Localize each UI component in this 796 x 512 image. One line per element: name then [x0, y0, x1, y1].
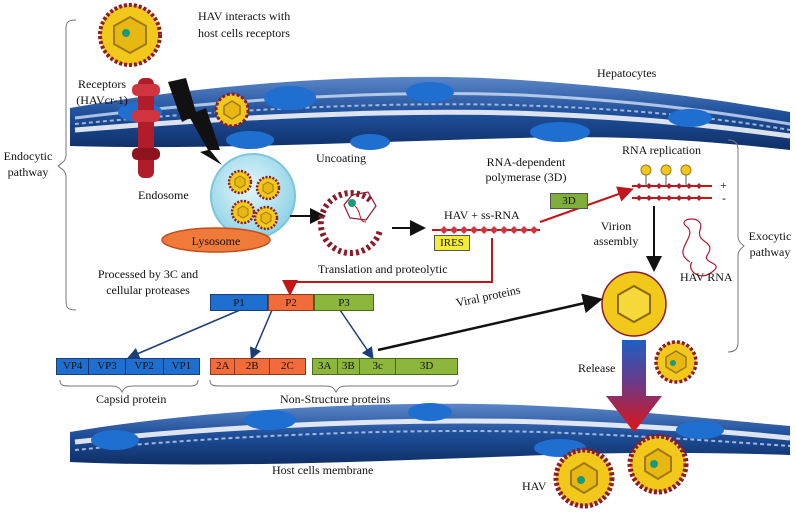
polyprotein-p2: P2 — [268, 294, 314, 311]
label-hav: HAV — [522, 479, 547, 493]
label-receptors: Receptors (HAVcr-1) — [76, 77, 128, 107]
label-lysosome: Lysosome — [191, 234, 241, 248]
label-plus-strand: + — [720, 178, 727, 192]
p2-2c: 2C — [280, 360, 294, 372]
entry-lightning-arrow — [168, 78, 222, 165]
release-virion — [654, 340, 698, 384]
capsid-vp3: VP3 — [89, 359, 126, 374]
label-non-structure-proteins: Non-Structure proteins — [280, 392, 391, 406]
assembled-virion — [601, 271, 667, 337]
p3-3b: 3B — [338, 359, 361, 374]
uncoating-capsid — [317, 190, 383, 257]
replication-strands — [632, 164, 712, 201]
label-capsid-protein: Capsid protein — [96, 392, 167, 406]
hav-rna-squiggle — [682, 218, 717, 277]
capsid-vp2: VP2 — [126, 359, 164, 374]
nonstructure-bracket — [209, 379, 459, 394]
p2-products-bar: 2A 2B 2C — [210, 358, 306, 375]
lysosome-organelle — [161, 227, 271, 253]
polyprotein-p3: P3 — [314, 294, 374, 311]
label-uncoating: Uncoating — [316, 151, 366, 165]
label-hav-ssrna: HAV + ss-RNA — [444, 208, 520, 222]
release-arrow — [606, 340, 662, 432]
p3-3c: 3c — [360, 359, 397, 374]
label-processed: Processed by 3C and cellular proteases — [97, 267, 199, 297]
polyprotein-bar: P1 P2 P3 — [210, 294, 374, 311]
p2-2a: 2A — [211, 359, 236, 374]
label-virion-assembly: Virion assembly — [593, 219, 639, 248]
p2-2b: 2B — [235, 359, 270, 374]
exocytic-bracket — [727, 139, 745, 353]
ires-tag: IRES — [434, 235, 470, 251]
label-hav-rna: HAV RNA — [680, 270, 733, 284]
capsid-protein-bar: VP4 VP3 VP2 VP1 — [56, 358, 200, 375]
label-rna-replication: RNA replication — [622, 143, 701, 157]
capsid-vp4: VP4 — [57, 359, 90, 374]
p3-3d: 3D — [419, 360, 434, 372]
p3-3a: 3A — [313, 359, 338, 374]
top-membrane — [70, 76, 791, 150]
arrow-p3-to-3c — [339, 309, 374, 360]
capsid-vp1: VP1 — [171, 360, 192, 372]
label-host-cells-membrane: Host cells membrane — [272, 463, 374, 477]
receptor-protein — [132, 78, 160, 178]
label-minus-strand: - — [722, 191, 726, 205]
endocytic-bracket — [57, 19, 77, 311]
label-release: Release — [578, 361, 616, 375]
label-endosome: Endosome — [138, 188, 189, 202]
released-hav-2 — [627, 433, 689, 495]
ssrna-strand — [432, 226, 540, 234]
label-rna-dependent-polymerase: RNA-dependent polymerase (3D) — [485, 155, 567, 184]
arrow-p1-to-capsid — [127, 309, 241, 359]
label-endocytic-pathway: Endocytic pathway — [3, 149, 53, 179]
arrow-p2-to-2b — [250, 309, 273, 360]
p3-products-bar: 3A 3B 3c 3D — [312, 358, 458, 375]
label-hav-interacts: HAV interacts with host cells receptors — [198, 9, 291, 40]
threeD-tag: 3D — [550, 193, 588, 209]
endosome-vesicle — [210, 153, 296, 239]
bottom-membrane — [70, 403, 791, 465]
capsid-bracket — [59, 379, 199, 394]
polyprotein-p1: P1 — [210, 294, 268, 311]
virus-particle-docking — [214, 92, 250, 128]
released-hav-1 — [553, 447, 615, 509]
arrow-viral-proteins — [377, 293, 603, 352]
arrow-translation — [282, 238, 493, 296]
virus-particle-top — [98, 3, 162, 67]
label-translation: Translation and proteolytic — [318, 262, 448, 276]
label-hepatocytes: Hepatocytes — [597, 66, 657, 80]
label-exocytic-pathway: Exocytic pathway — [748, 229, 792, 259]
